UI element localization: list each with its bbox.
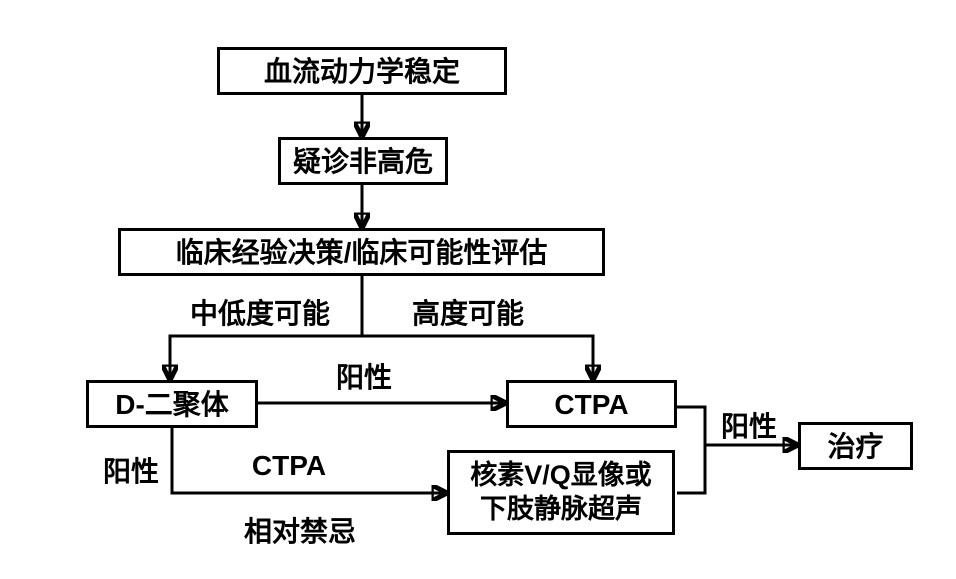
vq-line-2: 下肢静脉超声 — [479, 493, 642, 524]
node-treatment: 治疗 — [798, 422, 913, 470]
vq-line-1: 核素V/Q显像或 — [470, 459, 652, 490]
edge-label-positive-ddimer-left: 阳性 — [102, 456, 160, 487]
arrow-ddimer-to-vq — [170, 428, 445, 493]
edge-label-low-moderate-probability: 中低度可能 — [189, 298, 331, 329]
node-hemodynamically-stable: 血流动力学稳定 — [217, 47, 507, 95]
node-clinical-assessment: 临床经验决策/临床可能性评估 — [118, 228, 605, 276]
edge-label-high-probability: 高度可能 — [411, 298, 525, 329]
node-suspected-non-high-risk: 疑诊非高危 — [278, 137, 448, 185]
edge-label-ctpa: CTPA — [251, 450, 327, 481]
node-ctpa: CTPA — [506, 380, 677, 428]
edge-label-positive-ddimer-to-ctpa: 阳性 — [335, 362, 393, 393]
edge-label-relative-contraindication: 相对禁忌 — [243, 516, 357, 547]
edge-label-positive-to-treatment: 阳性 — [720, 411, 778, 442]
node-d-dimer: D-二聚体 — [86, 380, 258, 428]
connector-ctpa-vq-bracket — [677, 405, 707, 495]
arrow-branch-to-ddimer-and-ctpa — [170, 334, 593, 378]
node-vq-scan-or-ultrasound: 核素V/Q显像或 下肢静脉超声 — [447, 450, 675, 535]
